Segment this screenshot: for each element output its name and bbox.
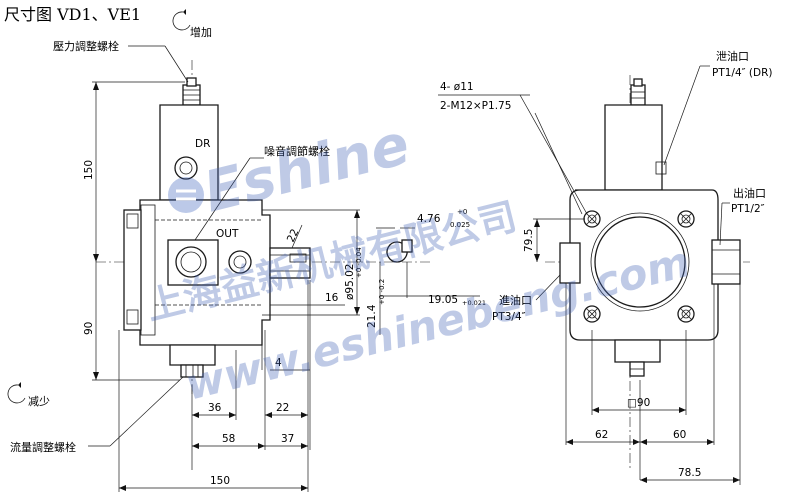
dim-785: 78.5 bbox=[678, 467, 701, 479]
dim-150-vertical: 150 bbox=[83, 160, 95, 180]
drawing-title: 尺寸图 VD1、VE1 bbox=[4, 5, 141, 24]
dim-62: 62 bbox=[595, 429, 608, 441]
flow-screw-label: 流量調整螺栓 bbox=[10, 440, 76, 454]
brand-logo-icon bbox=[168, 177, 204, 213]
dim-4: 4 bbox=[275, 357, 282, 369]
holes-label-1: 4- ø11 bbox=[440, 81, 474, 93]
outlet-port-label: 出油口 bbox=[733, 186, 766, 200]
increase-label: 增加 bbox=[190, 25, 212, 39]
pressure-screw-label: 壓力調整螺栓 bbox=[53, 39, 119, 53]
increase-arrow-icon bbox=[172, 9, 191, 31]
out-port-label: OUT bbox=[216, 228, 239, 240]
dim-95: ø95.02 bbox=[344, 264, 356, 300]
drain-port-label: 泄油口 bbox=[716, 49, 749, 63]
decrease-label: 减少 bbox=[28, 395, 50, 408]
dim-58: 58 bbox=[222, 433, 235, 445]
drain-port-size: PT1/4″ (DR) bbox=[712, 67, 772, 79]
dim-1905-tolerance: +0.021 bbox=[462, 299, 486, 307]
dim-16: 16 bbox=[325, 292, 339, 304]
holes-label-2: 2-M12×P1.75 bbox=[440, 100, 511, 112]
dim-1905: 19.05 bbox=[428, 294, 458, 306]
front-view bbox=[545, 75, 750, 470]
noise-screw-label: 噪音調節螺栓 bbox=[264, 144, 330, 158]
dim-36: 36 bbox=[208, 402, 222, 414]
dim-22: 22 bbox=[276, 402, 289, 414]
watermark-brand: Eshine bbox=[198, 112, 416, 226]
inlet-port-label: 進油口 bbox=[499, 293, 532, 307]
front-view-dimensions: 79.5 □90 62 60 78.5 bbox=[523, 218, 741, 485]
outlet-port-size: PT1/2″ bbox=[731, 203, 765, 215]
dim-22-angled: 22 bbox=[285, 227, 302, 244]
dr-port-label: DR bbox=[195, 138, 210, 150]
dim-150-bottom: 150 bbox=[210, 475, 230, 487]
dim-95-tolerance: +0 -0.04 bbox=[355, 247, 363, 278]
inlet-port-size: PT3/4″ bbox=[492, 311, 526, 323]
dim-476-tol-lower: 0.025 bbox=[450, 221, 470, 229]
side-view: DR OUT bbox=[96, 60, 430, 395]
dim-90-square: □90 bbox=[627, 397, 650, 409]
dim-37: 37 bbox=[281, 433, 294, 445]
dim-90-vertical: 90 bbox=[83, 322, 95, 335]
dim-476-tol-upper: +0 bbox=[457, 208, 467, 216]
side-view-dimensions: 150 90 36 22 58 37 150 bbox=[83, 81, 486, 492]
dim-21: 21.4 bbox=[366, 304, 378, 328]
dim-795: 79.5 bbox=[523, 229, 535, 252]
decrease-arrow-icon bbox=[7, 382, 26, 404]
dim-60: 60 bbox=[673, 429, 686, 441]
dim-476: 4.76 bbox=[417, 213, 441, 225]
dim-21-tolerance: +0 -0.2 bbox=[378, 279, 386, 305]
